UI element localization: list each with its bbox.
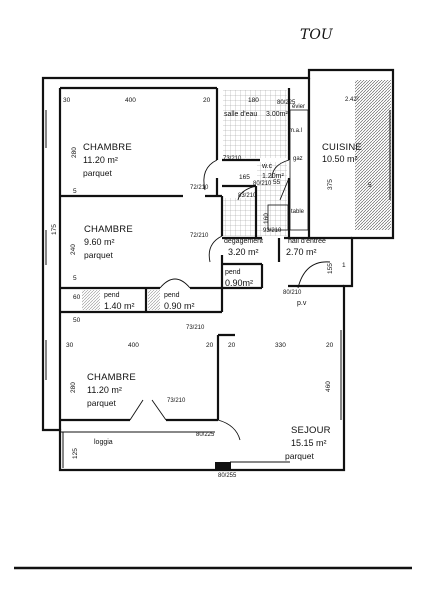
- dim-280-v: 280: [71, 147, 78, 158]
- door-label-5: 73/210: [186, 325, 205, 331]
- dim-50-v: 50: [73, 317, 81, 324]
- cuisine-name: CUISINE: [322, 142, 362, 153]
- pend2-area: 0.90 m²: [164, 301, 195, 311]
- pend-small-name: pend: [225, 269, 241, 276]
- dim-180: 180: [248, 97, 259, 104]
- sejour-name: SEJOUR: [291, 425, 331, 436]
- pv-label: p.v: [297, 300, 307, 307]
- hall-name: hall d'entrée: [288, 238, 326, 245]
- dim-55: 55: [273, 179, 281, 186]
- door-chambre3-1: [129, 399, 144, 421]
- wc-name: w.c: [262, 163, 273, 170]
- dim-30-top: 30: [63, 97, 71, 104]
- dim-155: 155: [327, 263, 334, 274]
- dim-60-v: 60: [73, 294, 81, 301]
- door-label-11: 80/255: [218, 473, 237, 479]
- cuisine-dim-label: 2.42²: [345, 97, 359, 103]
- pend1-name: pend: [104, 292, 120, 299]
- door-sejour: [217, 419, 241, 441]
- cuisine-area: 10.50 m²: [322, 154, 358, 164]
- gaz-label: gaz: [293, 156, 303, 162]
- window-left-3: [42, 340, 47, 380]
- door-hall: [297, 261, 331, 289]
- door-label-7: 80/210: [283, 290, 302, 296]
- dim-165: 165: [239, 174, 250, 181]
- dim-20-mid: 20: [206, 342, 214, 349]
- door-label-8: 80/225: [196, 432, 215, 438]
- dim-280-low: 280: [70, 382, 77, 393]
- door-label-12: 80/210: [253, 181, 272, 187]
- door-label-2: 72/210: [190, 233, 209, 239]
- dim-20-top: 20: [203, 97, 211, 104]
- kitchen-table: [267, 204, 289, 231]
- dim-125: 125: [72, 448, 79, 459]
- door-label-9: 73/210: [167, 398, 186, 404]
- salle-eau-area: 3.00m²: [266, 111, 288, 118]
- hall-area: 2.70 m²: [286, 247, 317, 257]
- dim-20-right: 20: [326, 342, 334, 349]
- dim-330: 330: [275, 342, 286, 349]
- dim-5-a: 5: [73, 188, 77, 195]
- entry-marker: [215, 462, 231, 470]
- chambre3-area: 11.20 m²: [87, 385, 122, 395]
- door-wc: [271, 159, 290, 179]
- door-label-6: 93/210: [263, 228, 282, 234]
- dim-400-top: 400: [125, 97, 136, 104]
- door-chambre1: [203, 159, 218, 191]
- pend2-name: pend: [164, 292, 180, 299]
- dim-1: 1: [342, 262, 346, 269]
- window-left-1: [42, 110, 47, 148]
- dim-175: 175: [51, 224, 58, 235]
- degagement-name: dégagement: [224, 238, 263, 245]
- dim-460: 460: [325, 381, 332, 392]
- chambre3-name: CHAMBRE: [87, 372, 136, 383]
- salle-eau-tiles: [223, 90, 287, 158]
- dim-20-mid2: 20: [228, 342, 236, 349]
- chambre1-name: CHAMBRE: [83, 142, 132, 153]
- pend-small-area: 0.90m²: [225, 278, 254, 288]
- dim-240-v: 240: [70, 244, 77, 255]
- door-label-1: 72/210: [190, 185, 209, 191]
- dim-375: 375: [327, 179, 334, 190]
- kitchen-hatch: [355, 80, 391, 230]
- stamp-text: TOU: [300, 27, 333, 43]
- pend1-area: 1.40 m²: [104, 301, 135, 311]
- wc-area: 1.20m²: [262, 173, 284, 180]
- door-kitchen: [279, 177, 290, 201]
- door-label-3: 73/210: [223, 156, 242, 162]
- mal-label: m.a.l: [289, 128, 303, 134]
- dim-160: 160: [263, 213, 270, 224]
- kitchen-counter: [289, 109, 309, 231]
- chambre2-floor: parquet: [84, 250, 113, 260]
- door-label-4: 83/210: [238, 193, 257, 199]
- degagement-tiles: [223, 198, 255, 236]
- pend-2-box: [148, 290, 160, 310]
- dim-30-mid: 30: [66, 342, 74, 349]
- sejour-floor: parquet: [285, 451, 314, 461]
- pend-1-box: [82, 290, 100, 310]
- chambre2-area: 9.60 m²: [84, 237, 115, 247]
- window-left-2: [42, 230, 47, 265]
- chambre1-floor: parquet: [83, 168, 112, 178]
- salle-eau-name: salle d'eau: [224, 111, 258, 118]
- chambre3-floor: parquet: [87, 398, 116, 408]
- dim-400-mid: 400: [128, 342, 139, 349]
- dim-5-b: 5: [73, 275, 77, 282]
- degagement-area: 3.20 m²: [228, 247, 259, 257]
- chambre2-name: CHAMBRE: [84, 224, 133, 235]
- evier-label: évier: [292, 104, 306, 110]
- sejour-area: 15.15 m²: [291, 438, 327, 448]
- dim-5-c: 5: [368, 182, 372, 189]
- door-chambre2: [208, 235, 223, 263]
- door-label-10: 80/225: [277, 100, 296, 106]
- chambre1-area: 11.20 m²: [83, 155, 118, 165]
- door-salle: [237, 185, 257, 201]
- window-sejour: [340, 330, 345, 420]
- table-label: table: [291, 209, 305, 215]
- loggia-name: loggia: [94, 439, 113, 446]
- door-pend-2: [159, 278, 191, 289]
